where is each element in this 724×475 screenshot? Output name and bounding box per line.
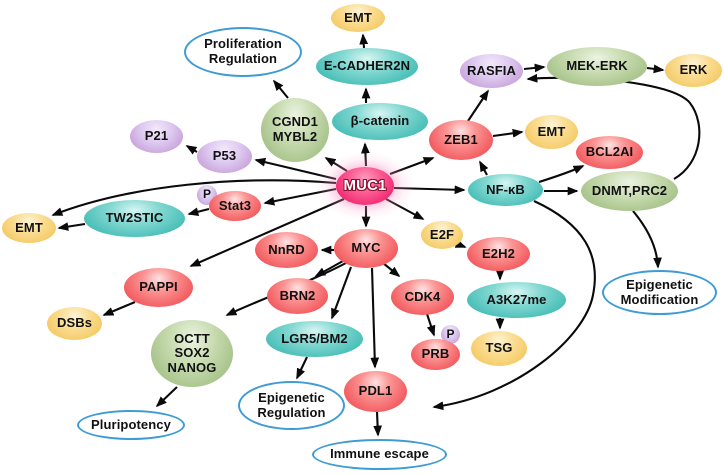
node-prb: PRB (411, 339, 460, 370)
edge-nfkb-zeb1 (479, 160, 489, 176)
node-dsbs: DSBs (47, 307, 102, 340)
edge-p53-p21 (185, 145, 198, 155)
node-octt-sox2-nanog: OCTT SOX2 NANOG (151, 320, 233, 387)
node-cdk4: CDK4 (391, 279, 454, 315)
node-zeb1: ZEB1 (429, 120, 493, 160)
node-emt-left: EMT (2, 213, 56, 243)
edge-cdk4-prb (426, 313, 436, 337)
edge-mek-erk-erk (646, 64, 665, 74)
node-muc1: MUC1 (336, 167, 394, 205)
edge-myc-pdl1 (370, 267, 380, 369)
edge-pappi-dsbs (102, 301, 136, 316)
node-p21: P21 (130, 120, 183, 153)
node-e2h2: E2H2 (467, 237, 530, 271)
node-proliferation-regulation: Proliferation Regulation (184, 27, 302, 77)
edge-stat3-tw2stic (187, 207, 210, 217)
edge-myc-cdk4 (382, 262, 401, 278)
edge-lgr5-epigenetic-regulation (296, 356, 308, 380)
node-emt-right: EMT (525, 115, 578, 149)
node-epigenetic-modification: Epigenetic Modification (602, 270, 717, 315)
edge-cgnd1-proliferation (272, 79, 289, 99)
edge-myc-lgr5 (331, 266, 352, 320)
edge-pdl1-immune-escape (373, 411, 382, 437)
node-pdl1: PDL1 (344, 371, 407, 412)
edge-nfkb-bcl2ai (538, 165, 585, 184)
node-pluripotency: Pluripotency (77, 410, 185, 440)
node-stat3: Stat3 (209, 191, 261, 221)
node-epigenetic-regulation: Epigenetic Regulation (238, 381, 345, 430)
edge-tw2stic-emt-left (57, 222, 86, 231)
node-a3k27me: A3K27me (467, 282, 566, 318)
edge-zeb1-rasfia (467, 89, 489, 122)
node-tw2stic: TW2STIC (84, 200, 185, 237)
node-p53: P53 (197, 140, 252, 173)
node-lgr5-bm2: LGR5/BM2 (266, 321, 363, 357)
node-myc: MYC (334, 229, 398, 268)
edge-octt-pluripotency (155, 386, 178, 408)
edge-dnmt-epigenetic-modification (632, 210, 662, 269)
edge-zeb1-emt-right (492, 128, 524, 138)
node-nnrd: NnRD (255, 232, 318, 268)
node-tsg: TSG (471, 331, 527, 366)
edge-rasfia-mek-erk (523, 63, 546, 73)
node-bcl2ai: BCL2AI (576, 136, 643, 169)
node-rasfia: RASFIA (460, 54, 523, 88)
edge-myc-brn2 (314, 260, 344, 277)
node-dnmt-prc2: DNMT,PRC2 (581, 171, 678, 211)
node-mek-erk: MEK-ERK (547, 47, 647, 86)
node-e2f: E2F (421, 221, 463, 249)
node-cgnd1-mybl2: CGND1 MYBL2 (261, 98, 329, 162)
node-pappi: PAPPI (124, 268, 193, 307)
node-beta-catenin: β-catenin (332, 103, 428, 140)
node-p-prb: P (441, 325, 460, 344)
node-erk: ERK (665, 54, 722, 87)
node-emt-top: EMT (331, 4, 385, 32)
node-immune-escape: Immune escape (312, 439, 447, 470)
edge-e-cadher2n-emt-top (359, 33, 369, 49)
node-brn2: BRN2 (267, 278, 328, 314)
node-e-cadher2n: E-CADHER2N (316, 48, 418, 85)
node-nf-kb: NF-κB (468, 174, 543, 206)
